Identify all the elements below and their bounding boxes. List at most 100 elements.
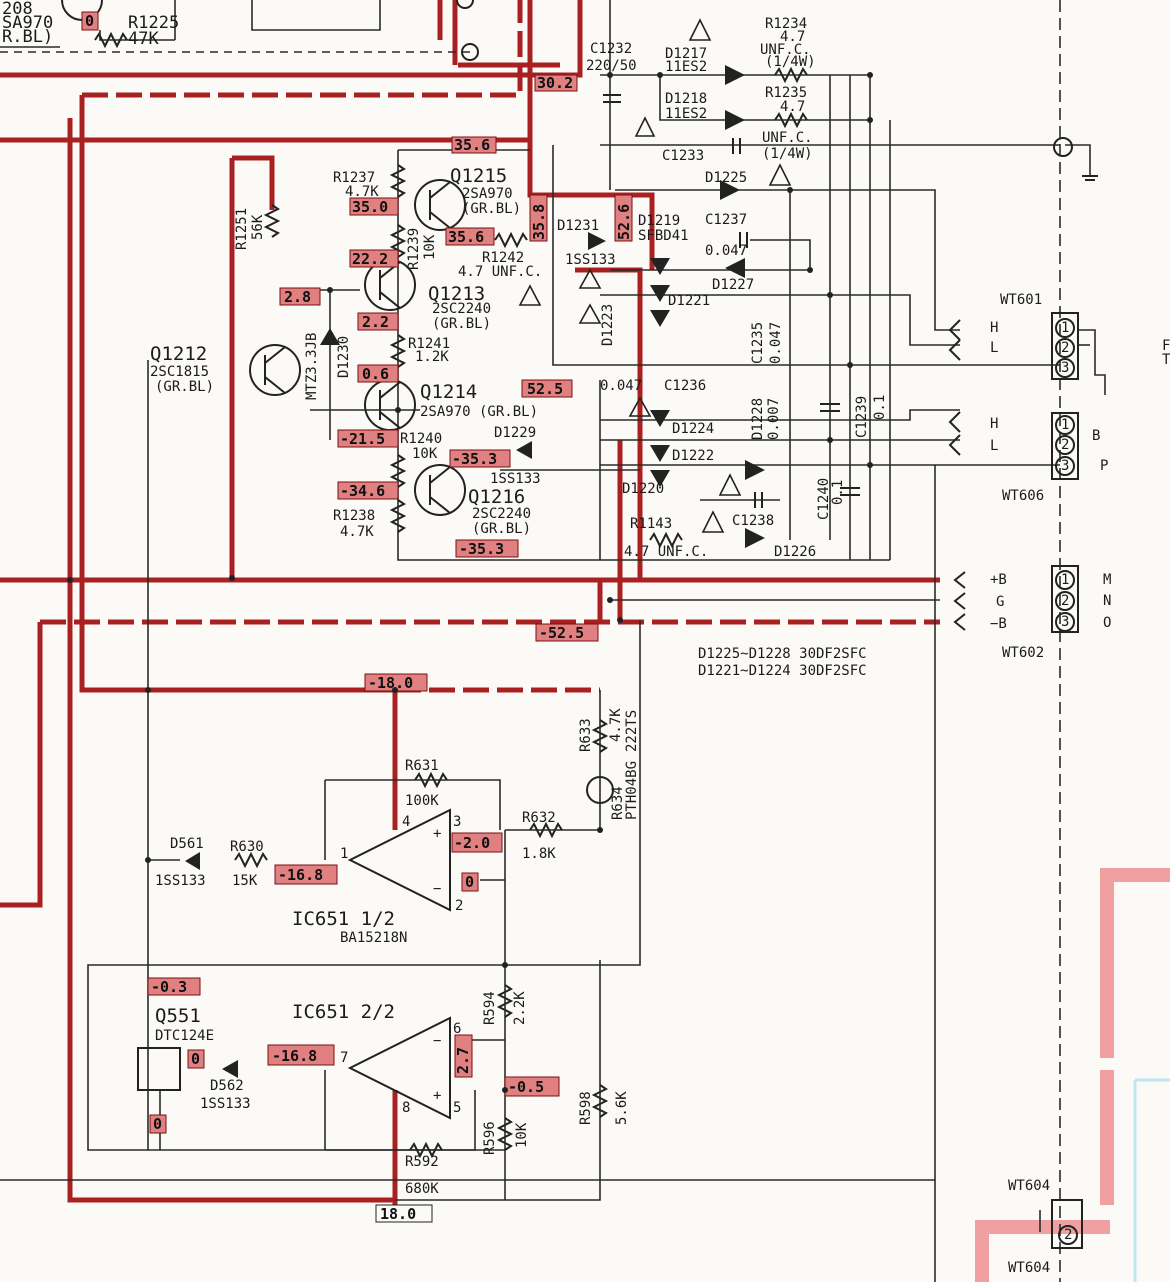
q1214-symbol (364, 379, 416, 431)
r1251-symbol (263, 204, 281, 238)
r1237-symbol (389, 164, 407, 198)
warning-icon (634, 116, 656, 137)
ic651-pin4: 4 (402, 814, 410, 830)
warning-icon (628, 396, 652, 417)
d1227-symbol (725, 258, 745, 278)
r1251-label: R1251 (234, 208, 250, 250)
r630-symbol (234, 851, 268, 869)
r1239-symbol (389, 224, 407, 258)
voltage-box: 22.2 (349, 249, 399, 268)
wt604-label-a: WT604 (1008, 1178, 1050, 1194)
r1143-label: R1143 (630, 516, 672, 532)
d561-label: D561 (170, 836, 204, 852)
wt602-n-label: N (1103, 593, 1111, 609)
q1216-label: Q1216 (468, 486, 525, 508)
wt602-label: WT602 (1002, 645, 1044, 661)
q1216-type: 2SC2240 (472, 506, 531, 522)
q1215-label: Q1215 (450, 165, 507, 187)
svg-text:0: 0 (153, 1115, 162, 1133)
wt606-pin2: 2 (1061, 437, 1069, 453)
r598-label: R598 (578, 1091, 594, 1125)
c1238-label: C1238 (732, 513, 774, 529)
r632-symbol (529, 821, 563, 839)
svg-text:-35.3: -35.3 (459, 540, 504, 558)
d1219-type: SFBD41 (638, 228, 689, 244)
voltage-box: -18.0 (364, 673, 428, 692)
ic651-a-minus: − (433, 881, 441, 897)
r1240-label: R1240 (400, 431, 442, 447)
wt604-label-b: WT604 (1008, 1260, 1050, 1276)
voltage-box: 52.6 (614, 194, 633, 242)
r1143-symbol (649, 531, 683, 549)
d1224-label: D1224 (672, 421, 714, 437)
r630-value: 15K (232, 873, 258, 889)
r1235-type: UNF.C. (762, 130, 813, 146)
r594-value: 2.2K (512, 991, 528, 1025)
q1214-label: Q1214 (420, 381, 477, 403)
d561-type: 1SS133 (155, 873, 206, 889)
r1235-label: R1235 (765, 85, 807, 101)
labels-top-right: C1232 220/50 D1217 11ES2 R1234 4.7 UNF.C… (458, 16, 816, 364)
voltage-box: -52.5 (535, 623, 599, 642)
r1242-label: R1242 (482, 250, 524, 266)
r1241-symbol (389, 334, 407, 368)
svg-text:35.6: 35.6 (448, 228, 484, 246)
voltage-box: -2.0 (451, 832, 503, 853)
r632-value: 1.8K (522, 846, 556, 862)
d1220-label: D1220 (622, 481, 664, 497)
r633-symbol (591, 719, 609, 753)
d562-symbol (222, 1060, 238, 1078)
svg-text:-52.5: -52.5 (539, 624, 584, 642)
voltage-box: -35.3 (449, 449, 511, 468)
d561-symbol (185, 852, 200, 870)
warning-icons (518, 18, 792, 533)
transistor-symbols (61, 0, 466, 1091)
wt606-pin1: 1 (1061, 417, 1069, 433)
power-traces (0, 0, 940, 1215)
d1224-symbol (650, 410, 670, 427)
r1251-value: 56K (250, 214, 266, 240)
labels-notes: D1225~D1228 30DF2SFC D1221~D1224 30DF2SF… (698, 646, 867, 679)
ic651-pin6: 6 (453, 1021, 461, 1037)
voltage-box: 2.2 (357, 312, 399, 331)
q1208-type: SA970 (2, 13, 53, 33)
r1242-symbol (494, 231, 528, 249)
q1208-label: 208 (2, 0, 33, 19)
svg-text:35.8: 35.8 (530, 204, 548, 240)
wt606-p-label: P (1100, 458, 1108, 474)
d1228-label: D1228 (750, 398, 766, 440)
svg-text:30.2: 30.2 (537, 74, 573, 92)
r1237-label: R1237 (333, 170, 375, 186)
r1242-value: 4.7 UNF.C. (458, 264, 542, 280)
voltage-box: 30.2 (534, 74, 578, 92)
c1232-value: 220/50 (586, 58, 637, 74)
d1230-label: D1230 (336, 336, 352, 378)
d1231-symbol (588, 232, 606, 250)
labels-connectors: WT601 H L H L WT606 B P F T +B G −B WT60… (990, 292, 1170, 1276)
r1240-value: 10K (412, 446, 438, 462)
c1237-value: 0.047 (705, 243, 747, 259)
q1208-grade: R.BL) (2, 27, 53, 47)
r631-label: R631 (405, 758, 439, 774)
ic651-pin2: 2 (455, 898, 463, 914)
voltage-box: 35.0 (349, 197, 399, 216)
resistor-symbols (94, 31, 808, 1159)
wt601-label: WT601 (1000, 292, 1042, 308)
r1240-symbol (389, 454, 407, 488)
r1234-symbol (774, 66, 808, 84)
r594-label: R594 (482, 991, 498, 1025)
c1237-label: C1237 (705, 212, 747, 228)
wt602-o-label: O (1103, 615, 1111, 631)
d1218-symbol (725, 110, 745, 130)
r1235-value: 4.7 (780, 99, 805, 115)
svg-text:52.5: 52.5 (527, 380, 563, 398)
labels-opamp: R631 100K R632 1.8K R633 4.7K R634 PTH04… (155, 708, 640, 1197)
r632-label: R632 (522, 810, 556, 826)
ic651-b-label: IC651 2/2 (292, 1001, 395, 1023)
terminal-symbols (456, 0, 1083, 1249)
warning-icon (578, 268, 602, 289)
c1235-label: C1235 (750, 322, 766, 364)
d1225-symbol (720, 180, 740, 200)
r1234-watt: (1/4W) (765, 54, 816, 70)
